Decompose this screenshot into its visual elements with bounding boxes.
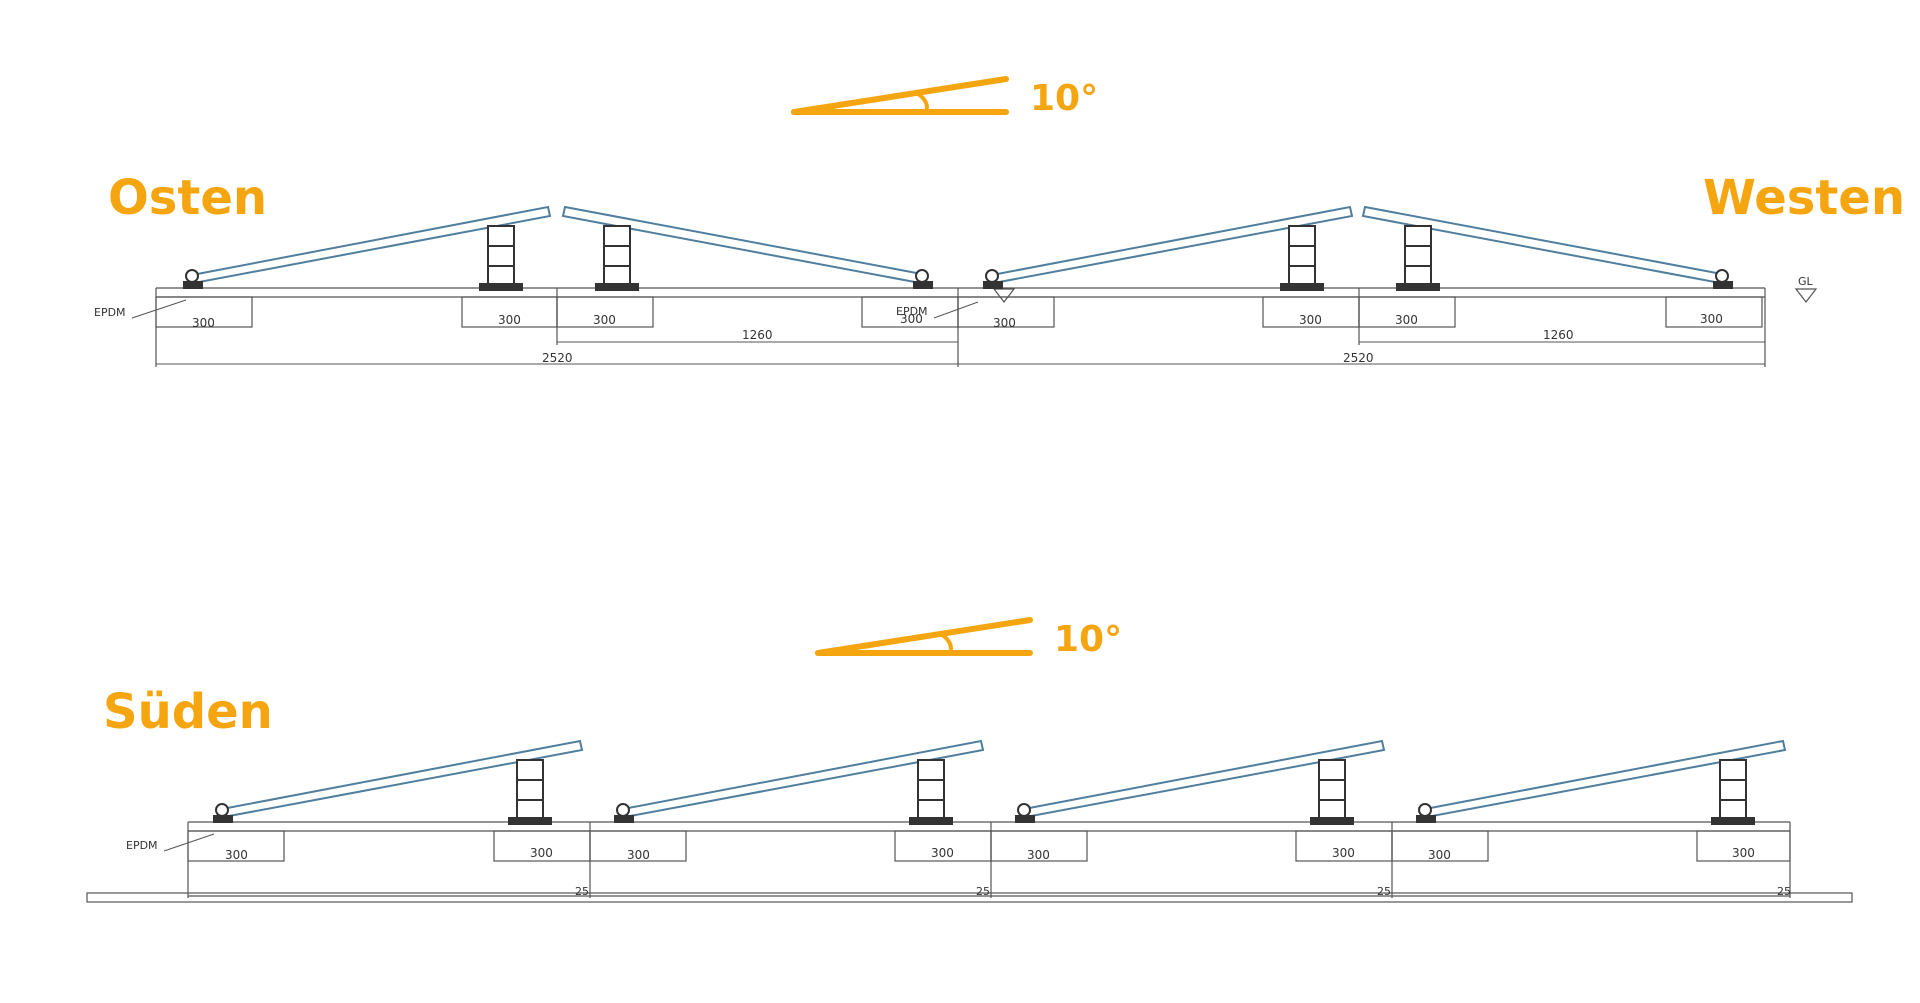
svg-text:25: 25 bbox=[575, 885, 589, 898]
svg-text:300: 300 bbox=[1395, 313, 1418, 327]
svg-text:25: 25 bbox=[1777, 885, 1791, 898]
half-span-dimension-1: 1260 bbox=[742, 328, 773, 342]
panel-supports-south bbox=[213, 759, 1755, 825]
svg-text:300: 300 bbox=[1428, 848, 1451, 862]
tilt-angle-symbol-bottom bbox=[815, 617, 1033, 656]
svg-text:300: 300 bbox=[900, 312, 923, 326]
svg-text:300: 300 bbox=[1299, 313, 1322, 327]
south-label: Süden bbox=[103, 684, 273, 740]
svg-text:300: 300 bbox=[192, 316, 215, 330]
svg-text:300: 300 bbox=[225, 848, 248, 862]
tilt-angle-label-top: 10° bbox=[1030, 78, 1098, 119]
west-label: Westen bbox=[1703, 170, 1905, 226]
epdm-label-bottom: EPDM bbox=[126, 839, 158, 852]
epdm-label-top-left: EPDM bbox=[94, 306, 126, 319]
east-west-section: 10° Osten Westen 300 300 bbox=[94, 76, 1905, 367]
svg-text:300: 300 bbox=[593, 313, 616, 327]
solar-panels-south bbox=[220, 739, 1787, 819]
roof-base-line-bottom bbox=[86, 821, 1853, 903]
ballast-dimensions-bottom: 300 300 300 300 300 300 300 300 bbox=[225, 846, 1755, 862]
east-label: Osten bbox=[108, 170, 267, 226]
half-span-dimension-2: 1260 bbox=[1543, 328, 1574, 342]
svg-text:300: 300 bbox=[1027, 848, 1050, 862]
svg-text:300: 300 bbox=[1700, 312, 1723, 326]
svg-text:25: 25 bbox=[1377, 885, 1391, 898]
tilt-angle-symbol-top bbox=[791, 76, 1009, 115]
epdm-label-top-middle: EPDM bbox=[896, 305, 928, 318]
row-tail-dimensions-bottom: 25 25 25 25 bbox=[575, 885, 1791, 898]
svg-text:300: 300 bbox=[1332, 846, 1355, 860]
south-section: 10° Süden 300 300 300 bbox=[86, 617, 1853, 903]
svg-text:300: 300 bbox=[993, 316, 1016, 330]
ballast-blocks-top bbox=[155, 296, 1763, 328]
ground-level-marker-icon bbox=[1794, 288, 1818, 303]
span-dimensions-top bbox=[156, 341, 1765, 365]
ballast-dimensions-top: 300 300 300 300 300 300 300 300 bbox=[192, 312, 1723, 330]
row-span-dimension-1: 2520 bbox=[542, 351, 573, 365]
ground-level-marker-mid-icon bbox=[992, 288, 1016, 303]
svg-text:300: 300 bbox=[627, 848, 650, 862]
panel-supports-east-west bbox=[183, 225, 1733, 291]
svg-text:25: 25 bbox=[976, 885, 990, 898]
svg-text:300: 300 bbox=[530, 846, 553, 860]
svg-text:300: 300 bbox=[498, 313, 521, 327]
svg-text:300: 300 bbox=[931, 846, 954, 860]
tilt-angle-label-bottom: 10° bbox=[1054, 619, 1122, 660]
ground-level-label: GL bbox=[1798, 275, 1814, 288]
svg-text:300: 300 bbox=[1732, 846, 1755, 860]
ballast-blocks-bottom bbox=[187, 830, 1791, 862]
solar-panels-east-west bbox=[190, 205, 1724, 285]
row-span-dimension-2: 2520 bbox=[1343, 351, 1374, 365]
